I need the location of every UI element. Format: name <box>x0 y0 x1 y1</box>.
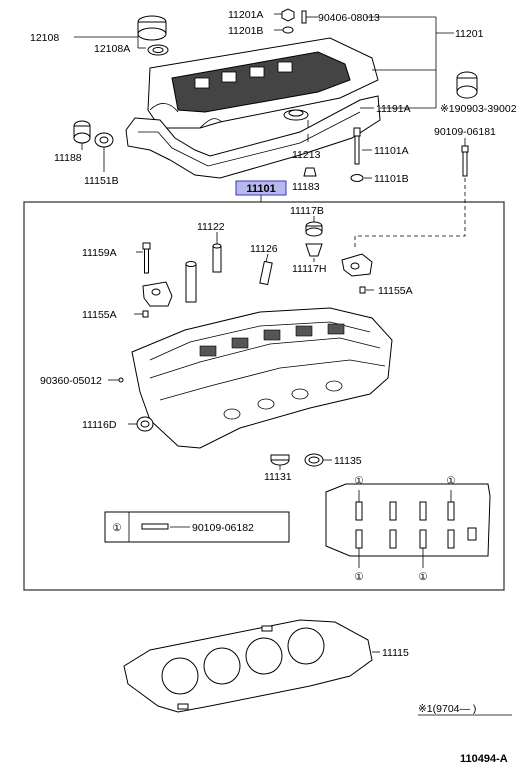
cover-nut-11201A[interactable] <box>281 8 295 22</box>
legend-box: ① 90109-06182 <box>104 511 290 543</box>
label-11117B[interactable]: 11117B <box>290 205 324 217</box>
label-190903-39002[interactable]: ※190903-39002 <box>440 103 517 115</box>
guide-11126[interactable] <box>259 260 273 286</box>
plug-11117B[interactable] <box>305 221 323 237</box>
label-11101A[interactable]: 11101A <box>374 145 409 157</box>
marker-1: ① <box>354 475 364 487</box>
guide-11122[interactable] <box>212 243 222 273</box>
head-assembly-frame <box>23 201 505 591</box>
plug-11151B[interactable] <box>94 132 114 148</box>
label-11155A-left[interactable]: 11155A <box>82 309 117 321</box>
label-90109-06181[interactable]: 90109-06181 <box>434 126 496 138</box>
leader-dashed <box>354 178 466 250</box>
plug-190903[interactable] <box>456 71 478 99</box>
plug-11188[interactable] <box>73 120 91 144</box>
label-11201[interactable]: 11201 <box>455 28 484 40</box>
marker-4: ① <box>418 571 428 583</box>
label-11101[interactable]: 11101 <box>246 183 275 195</box>
legend-part-number[interactable]: 90109-06182 <box>192 522 254 534</box>
valve-cover[interactable] <box>147 37 379 129</box>
legend-symbol: ① <box>112 522 122 534</box>
spark-plug-tube-seal[interactable] <box>283 109 309 121</box>
grommet-11183[interactable] <box>303 167 317 177</box>
bolt-90109-06181[interactable] <box>461 145 469 177</box>
label-11115[interactable]: 11115 <box>382 647 409 659</box>
label-11191A[interactable]: 11191A <box>376 103 411 115</box>
washer-11101B[interactable] <box>350 174 364 182</box>
pin-90360[interactable] <box>118 377 124 383</box>
diagram-id: 110494-A <box>460 753 508 765</box>
label-11159A[interactable]: 11159A <box>82 247 117 259</box>
bolt-90406[interactable] <box>301 10 307 24</box>
part-labels: 12108 12108A 11201A 11201B 90406-08013 1… <box>30 9 517 659</box>
footnote: ※1(9704— ) <box>418 703 476 715</box>
bolt-11159A[interactable] <box>142 242 151 274</box>
label-11151B[interactable]: 11151B <box>84 175 119 187</box>
label-11126[interactable]: 11126 <box>250 243 278 255</box>
seal-11131[interactable] <box>270 454 290 466</box>
valve-cover-gasket[interactable] <box>125 95 381 179</box>
label-11183[interactable]: 11183 <box>292 181 320 193</box>
bolt-11155A-left[interactable] <box>142 310 149 318</box>
label-11122[interactable]: 11122 <box>197 221 225 233</box>
plug-11117H[interactable] <box>305 243 323 257</box>
bolt-11155A-right[interactable] <box>359 286 366 294</box>
marker-2: ① <box>446 475 456 487</box>
label-11101B[interactable]: 11101B <box>374 173 409 185</box>
cylinder-head[interactable] <box>131 307 393 449</box>
highlight-11101 <box>235 180 287 196</box>
cover-washer-11201B[interactable] <box>282 26 294 34</box>
bearing-cap-left[interactable] <box>142 281 173 307</box>
marker-3: ① <box>354 571 364 583</box>
label-90406-08013[interactable]: 90406-08013 <box>318 12 380 24</box>
label-12108[interactable]: 12108 <box>30 32 59 44</box>
label-12108A[interactable]: 12108A <box>94 43 130 55</box>
label-11201A[interactable]: 11201A <box>228 9 263 21</box>
head-gasket[interactable] <box>123 619 373 713</box>
label-11135[interactable]: 11135 <box>334 455 362 467</box>
filler-cap-gasket[interactable] <box>147 44 169 56</box>
label-11155A-right[interactable]: 11155A <box>378 285 413 297</box>
seal-11135[interactable] <box>304 453 324 467</box>
bolt-marker-symbols: ① ① ① ① <box>354 475 456 583</box>
leader-lines <box>74 13 466 653</box>
label-11117H[interactable]: 11117H <box>292 263 326 275</box>
label-11188[interactable]: 11188 <box>54 152 82 164</box>
oil-filler-cap[interactable] <box>137 15 167 41</box>
label-11213[interactable]: 11213 <box>292 149 321 161</box>
bearing-cap-right[interactable] <box>341 253 373 277</box>
label-11116D[interactable]: 11116D <box>82 419 117 431</box>
plug-11116D[interactable] <box>136 416 154 432</box>
label-90360-05012[interactable]: 90360-05012 <box>40 375 102 387</box>
legend-bolt-icon <box>141 523 169 530</box>
label-11131[interactable]: 11131 <box>264 471 292 483</box>
tube-sleeve[interactable] <box>185 261 197 303</box>
label-11201B[interactable]: 11201B <box>228 25 263 37</box>
head-bottom-view[interactable] <box>325 483 491 557</box>
stud-bolt-11101A[interactable] <box>353 127 361 165</box>
